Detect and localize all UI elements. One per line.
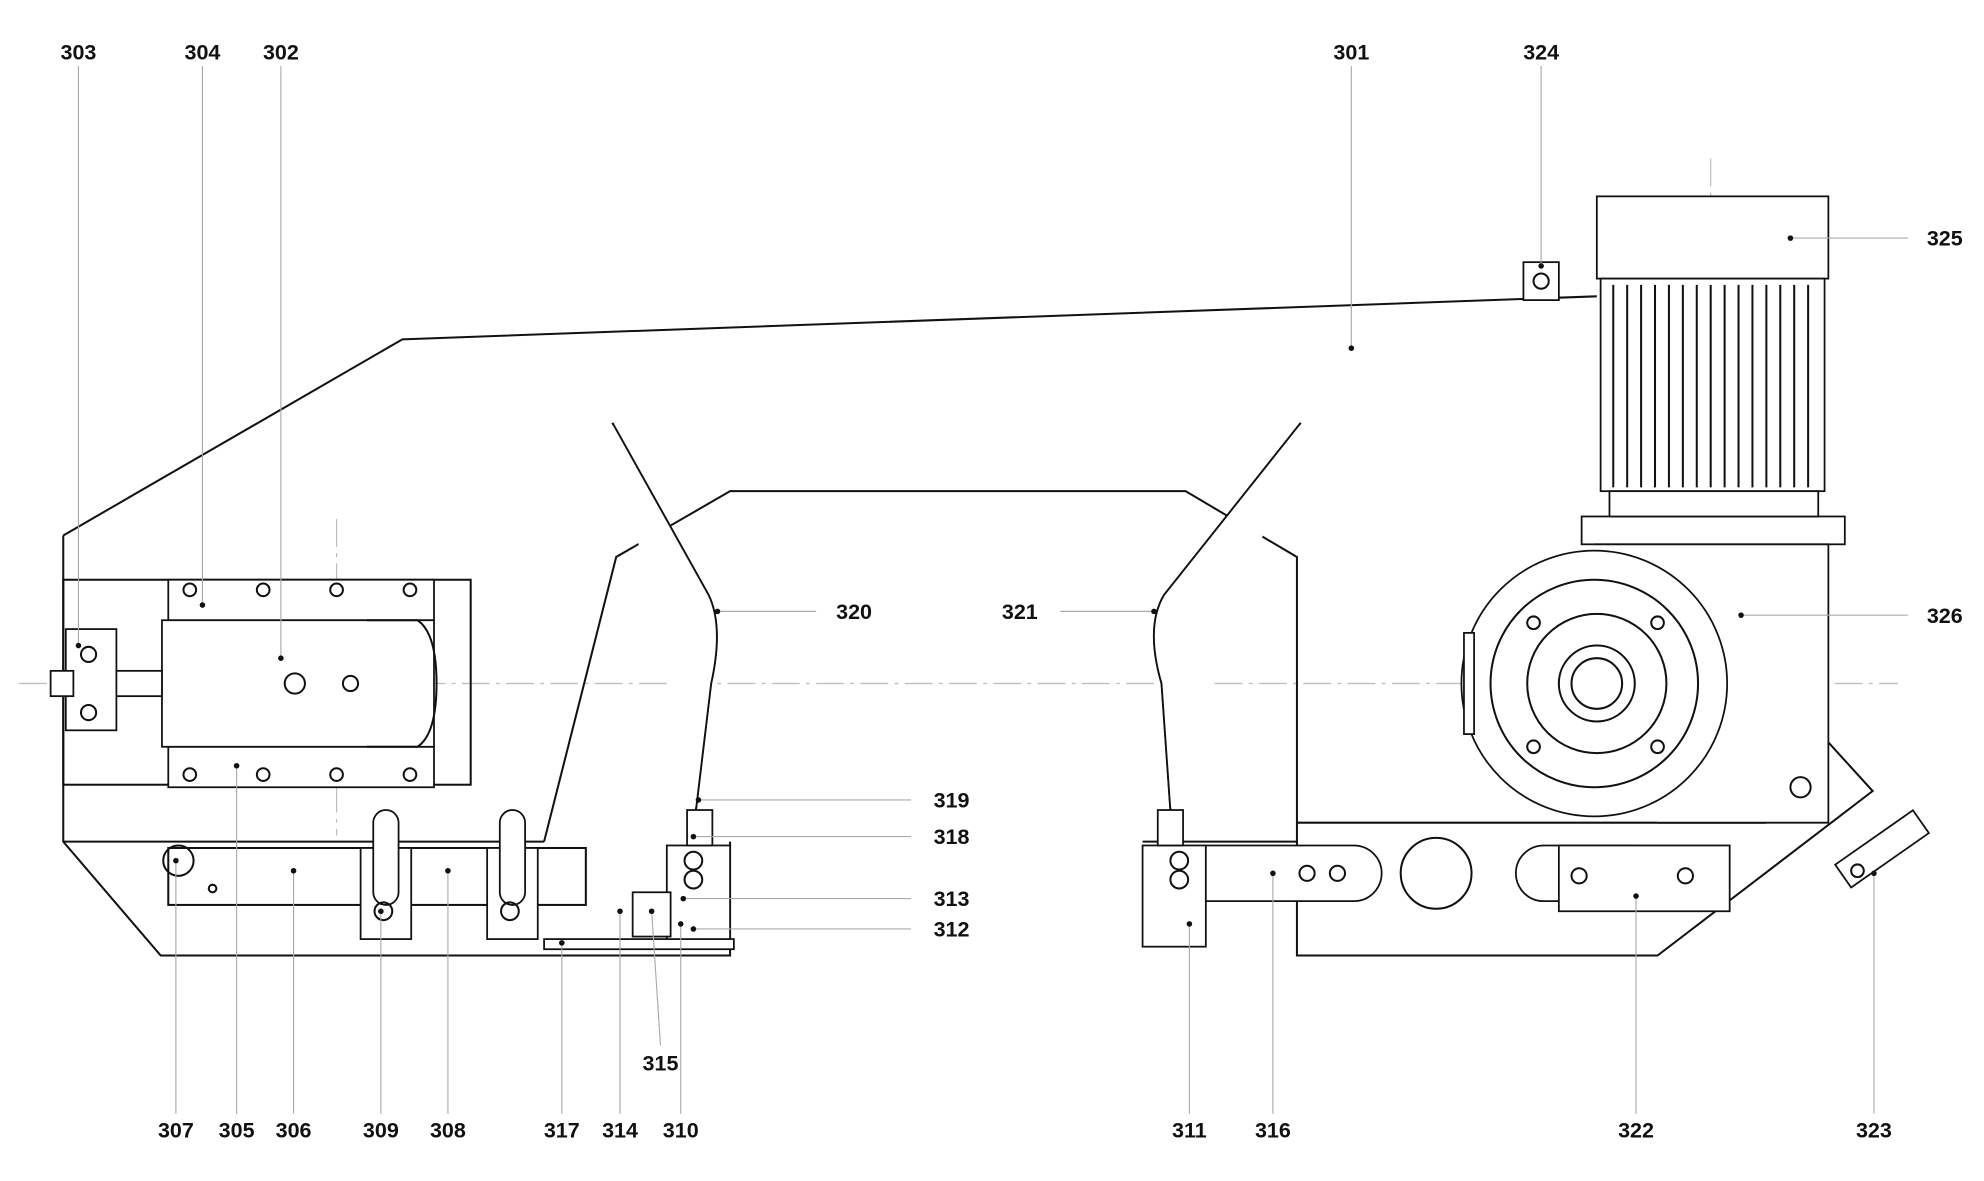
- part-label-312: 312: [934, 918, 970, 942]
- gearbox: [1460, 543, 1830, 824]
- part-label-324: 324: [1523, 41, 1559, 65]
- part-label-307: 307: [158, 1119, 194, 1143]
- lower-right-parts: [1204, 776, 1931, 913]
- handles: [611, 422, 1302, 890]
- leader-dot: [559, 940, 565, 946]
- part-label-301: 301: [1333, 41, 1369, 65]
- part-label-308: 308: [430, 1119, 466, 1143]
- leader-dot: [278, 655, 284, 661]
- leader-dot: [233, 762, 240, 769]
- leader-dot: [1787, 235, 1794, 241]
- part-label-315: 315: [643, 1052, 679, 1076]
- bolt-icon: [329, 582, 344, 598]
- leader-dot: [1633, 893, 1639, 899]
- part-label-317: 317: [544, 1119, 580, 1143]
- bolt-icon: [182, 582, 198, 598]
- leader-dot: [617, 908, 623, 915]
- part-labels: 303 304 302 301 324 325 326 320 321 319 318 313 312 3…: [61, 41, 1963, 1143]
- leader-dot: [445, 867, 451, 874]
- part-label-314: 314: [602, 1119, 638, 1143]
- leader-dot: [173, 857, 179, 864]
- leader-dot: [695, 797, 702, 803]
- leader-dot: [290, 867, 297, 874]
- part-label-323: 323: [1856, 1119, 1892, 1143]
- part-label-319: 319: [934, 789, 970, 813]
- bolt-icon: [329, 767, 344, 782]
- leader-line: [651, 911, 662, 1046]
- leader-dot: [199, 602, 206, 608]
- leader-dot: [677, 921, 684, 927]
- bolt-icon: [182, 767, 198, 782]
- leader-lines: [75, 66, 1909, 1114]
- part-label-322: 322: [1618, 1119, 1654, 1143]
- lower-rail: [162, 809, 672, 940]
- part-label-313: 313: [934, 887, 970, 911]
- leader-dot: [690, 926, 697, 932]
- part-label-316: 316: [1255, 1119, 1291, 1143]
- part-label-303: 303: [61, 41, 97, 65]
- part-label-306: 306: [276, 1119, 312, 1143]
- part-label-318: 318: [934, 825, 970, 849]
- leader-dot: [1151, 608, 1157, 615]
- part-label-305: 305: [219, 1119, 255, 1143]
- clamp-assembly: [49, 578, 472, 789]
- part-label-309: 309: [363, 1119, 399, 1143]
- part-label-304: 304: [185, 41, 221, 65]
- leader-dot: [714, 608, 721, 615]
- leader-dot: [1871, 870, 1877, 877]
- leader-dot: [648, 908, 655, 915]
- leader-dot: [378, 908, 384, 915]
- leader-dot: [1538, 263, 1544, 269]
- leader-dot: [680, 895, 687, 902]
- leader-dot: [1738, 612, 1744, 618]
- part-label-302: 302: [263, 41, 299, 65]
- part-label-311: 311: [1172, 1119, 1207, 1143]
- part-label-325: 325: [1927, 227, 1963, 251]
- leader-dot: [1186, 921, 1193, 927]
- bolt-icon: [255, 582, 271, 598]
- bolt-icon: [255, 767, 271, 782]
- leader-dot: [75, 642, 82, 649]
- part-label-321: 321: [1002, 600, 1038, 624]
- part-label-320: 320: [836, 600, 872, 624]
- leader-dot: [690, 833, 697, 840]
- leader-dot: [1270, 870, 1276, 877]
- part-label-310: 310: [663, 1119, 699, 1143]
- part-label-326: 326: [1927, 604, 1963, 628]
- leader-dot: [1348, 345, 1355, 351]
- bolt-icon: [402, 767, 418, 782]
- motor: [1522, 195, 1846, 546]
- bolt-icon: [402, 582, 418, 598]
